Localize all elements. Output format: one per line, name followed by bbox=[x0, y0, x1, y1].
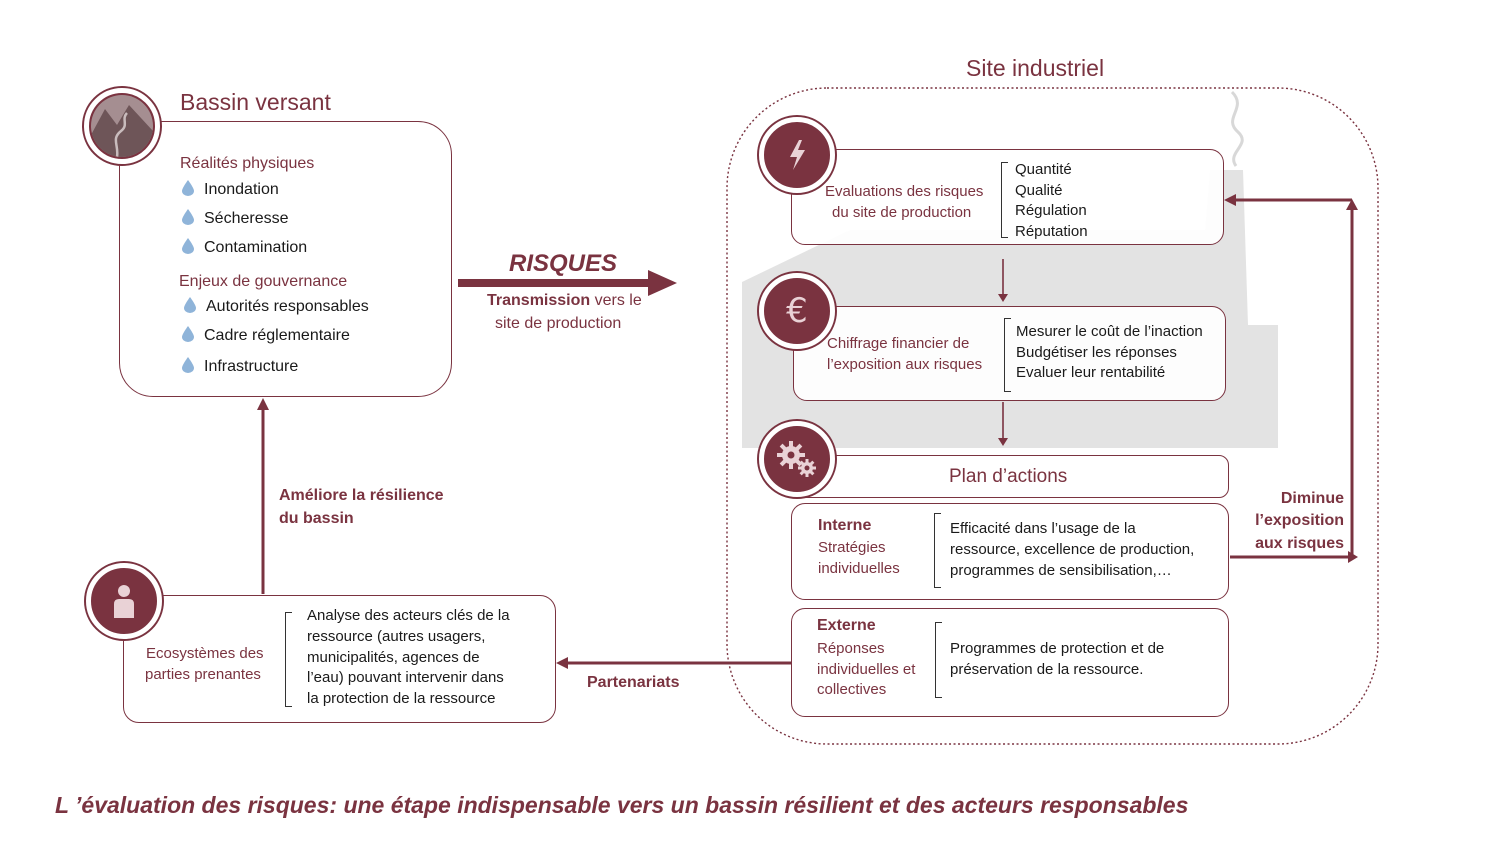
chiffrage-bracket bbox=[1004, 318, 1011, 392]
eval-label-2: du site de production bbox=[832, 204, 972, 221]
site-title: Site industriel bbox=[966, 55, 1105, 81]
gears-icon bbox=[777, 441, 816, 477]
caption: L ’évaluation des risques: une étape ind… bbox=[55, 792, 1189, 818]
externe-box bbox=[791, 608, 1229, 717]
ecosystemes-circle bbox=[86, 563, 162, 639]
eval-label-1: Evaluations des risques bbox=[825, 183, 984, 200]
person-icon bbox=[114, 585, 134, 618]
interne-text-2: ressource, excellence de production, bbox=[950, 541, 1195, 558]
chiffrage-box bbox=[793, 306, 1226, 401]
physical-heading: Réalités physiques bbox=[180, 155, 315, 172]
ameliore-2: du bassin bbox=[279, 510, 354, 527]
chiffrage-label-2: l’exposition aux risques bbox=[827, 356, 983, 373]
eval-bracket bbox=[1001, 162, 1008, 238]
eval-item-4: Réputation bbox=[1015, 223, 1088, 240]
chiffrage-circle: € bbox=[759, 273, 835, 349]
interne-sub-1: Stratégies bbox=[818, 539, 886, 556]
eval-box bbox=[791, 149, 1224, 245]
externe-sub-1: Réponses bbox=[817, 640, 885, 657]
ecosystemes-text-4: l’eau) pouvant intervenir dans bbox=[307, 669, 504, 686]
partenariats-label: Partenariats bbox=[587, 674, 680, 691]
plan-label: Plan d’actions bbox=[949, 466, 1068, 487]
physical-item-3: Contamination bbox=[182, 238, 307, 257]
risques-arrowhead bbox=[648, 270, 677, 296]
externe-bracket bbox=[935, 622, 942, 698]
ecosystemes-bracket bbox=[285, 612, 292, 707]
bassin-title: Bassin versant bbox=[180, 89, 331, 115]
ecosystemes-label-1: Ecosystèmes des bbox=[146, 645, 264, 662]
governance-heading: Enjeux de gouvernance bbox=[179, 273, 348, 290]
diminue-1: Diminue bbox=[1280, 490, 1344, 507]
bassin-box bbox=[119, 121, 452, 397]
interne-text-1: Efficacité dans l’usage de la bbox=[950, 520, 1136, 537]
plan-circle bbox=[759, 421, 835, 497]
externe-text-2: préservation de la ressource. bbox=[950, 661, 1144, 678]
bassin-circle bbox=[84, 88, 160, 164]
ecosystemes-box bbox=[123, 595, 556, 723]
physical-item-2: Sécheresse bbox=[182, 209, 289, 228]
diminue-2: l’exposition bbox=[1255, 512, 1344, 529]
eval-item-1: Quantité bbox=[1015, 161, 1072, 178]
chiffrage-label-1: Chiffrage financier de bbox=[827, 335, 970, 352]
externe-sub-3: collectives bbox=[817, 681, 887, 698]
chiffrage-item-1: Mesurer le coût de l’inaction bbox=[1016, 323, 1203, 340]
chiffrage-item-3: Evaluer leur rentabilité bbox=[1016, 364, 1166, 381]
ecosystemes-text-2: ressource (autres usagers, bbox=[307, 628, 486, 645]
water-drop-icon bbox=[182, 238, 194, 254]
water-drop-icon bbox=[182, 180, 194, 196]
ameliore-1: Améliore la résilience bbox=[279, 487, 444, 504]
transmission-bold: Transmission bbox=[487, 292, 591, 309]
diminue-3: aux risques bbox=[1255, 535, 1344, 552]
transmission-line2: site de production bbox=[495, 315, 622, 332]
governance-item-1: Autorités responsables bbox=[184, 297, 369, 316]
interne-bracket bbox=[934, 513, 941, 588]
chiffrage-item-2: Budgétiser les réponses bbox=[1016, 344, 1177, 361]
plan-box bbox=[791, 455, 1229, 498]
site-boundary bbox=[726, 87, 1379, 745]
ecosystemes-label-2: parties prenantes bbox=[145, 666, 261, 683]
water-drop-icon bbox=[184, 297, 196, 313]
transmission-text: Transmission vers le bbox=[487, 292, 642, 309]
euro-icon: € bbox=[786, 291, 808, 331]
water-drop-icon bbox=[182, 326, 194, 342]
externe-title: Externe bbox=[817, 617, 876, 634]
eval-circle bbox=[759, 117, 835, 193]
interne-text-3: programmes de sensibilisation,… bbox=[950, 562, 1172, 579]
water-drop-icon bbox=[182, 357, 194, 373]
ecosystemes-text-1: Analyse des acteurs clés de la bbox=[307, 607, 510, 624]
factory-smoke bbox=[1230, 90, 1244, 167]
risques-label: RISQUES bbox=[509, 250, 618, 277]
externe-text-1: Programmes de protection et de bbox=[950, 640, 1165, 657]
physical-item-1: Inondation bbox=[182, 180, 279, 199]
externe-sub-2: individuelles et bbox=[817, 661, 916, 678]
governance-item-2: Cadre réglementaire bbox=[182, 326, 350, 345]
water-drop-icon bbox=[182, 209, 194, 225]
eval-item-2: Qualité bbox=[1015, 182, 1063, 199]
interne-sub-2: individuelles bbox=[818, 560, 900, 577]
governance-item-3: Infrastructure bbox=[182, 357, 298, 376]
ecosystemes-text-3: municipalités, agences de bbox=[307, 649, 480, 666]
eval-item-3: Régulation bbox=[1015, 202, 1087, 219]
interne-box bbox=[791, 503, 1229, 600]
lightning-icon bbox=[790, 140, 805, 170]
ecosystemes-text-5: la protection de la ressource bbox=[307, 690, 496, 707]
landscape-icon bbox=[91, 95, 153, 157]
interne-title: Interne bbox=[818, 517, 872, 534]
